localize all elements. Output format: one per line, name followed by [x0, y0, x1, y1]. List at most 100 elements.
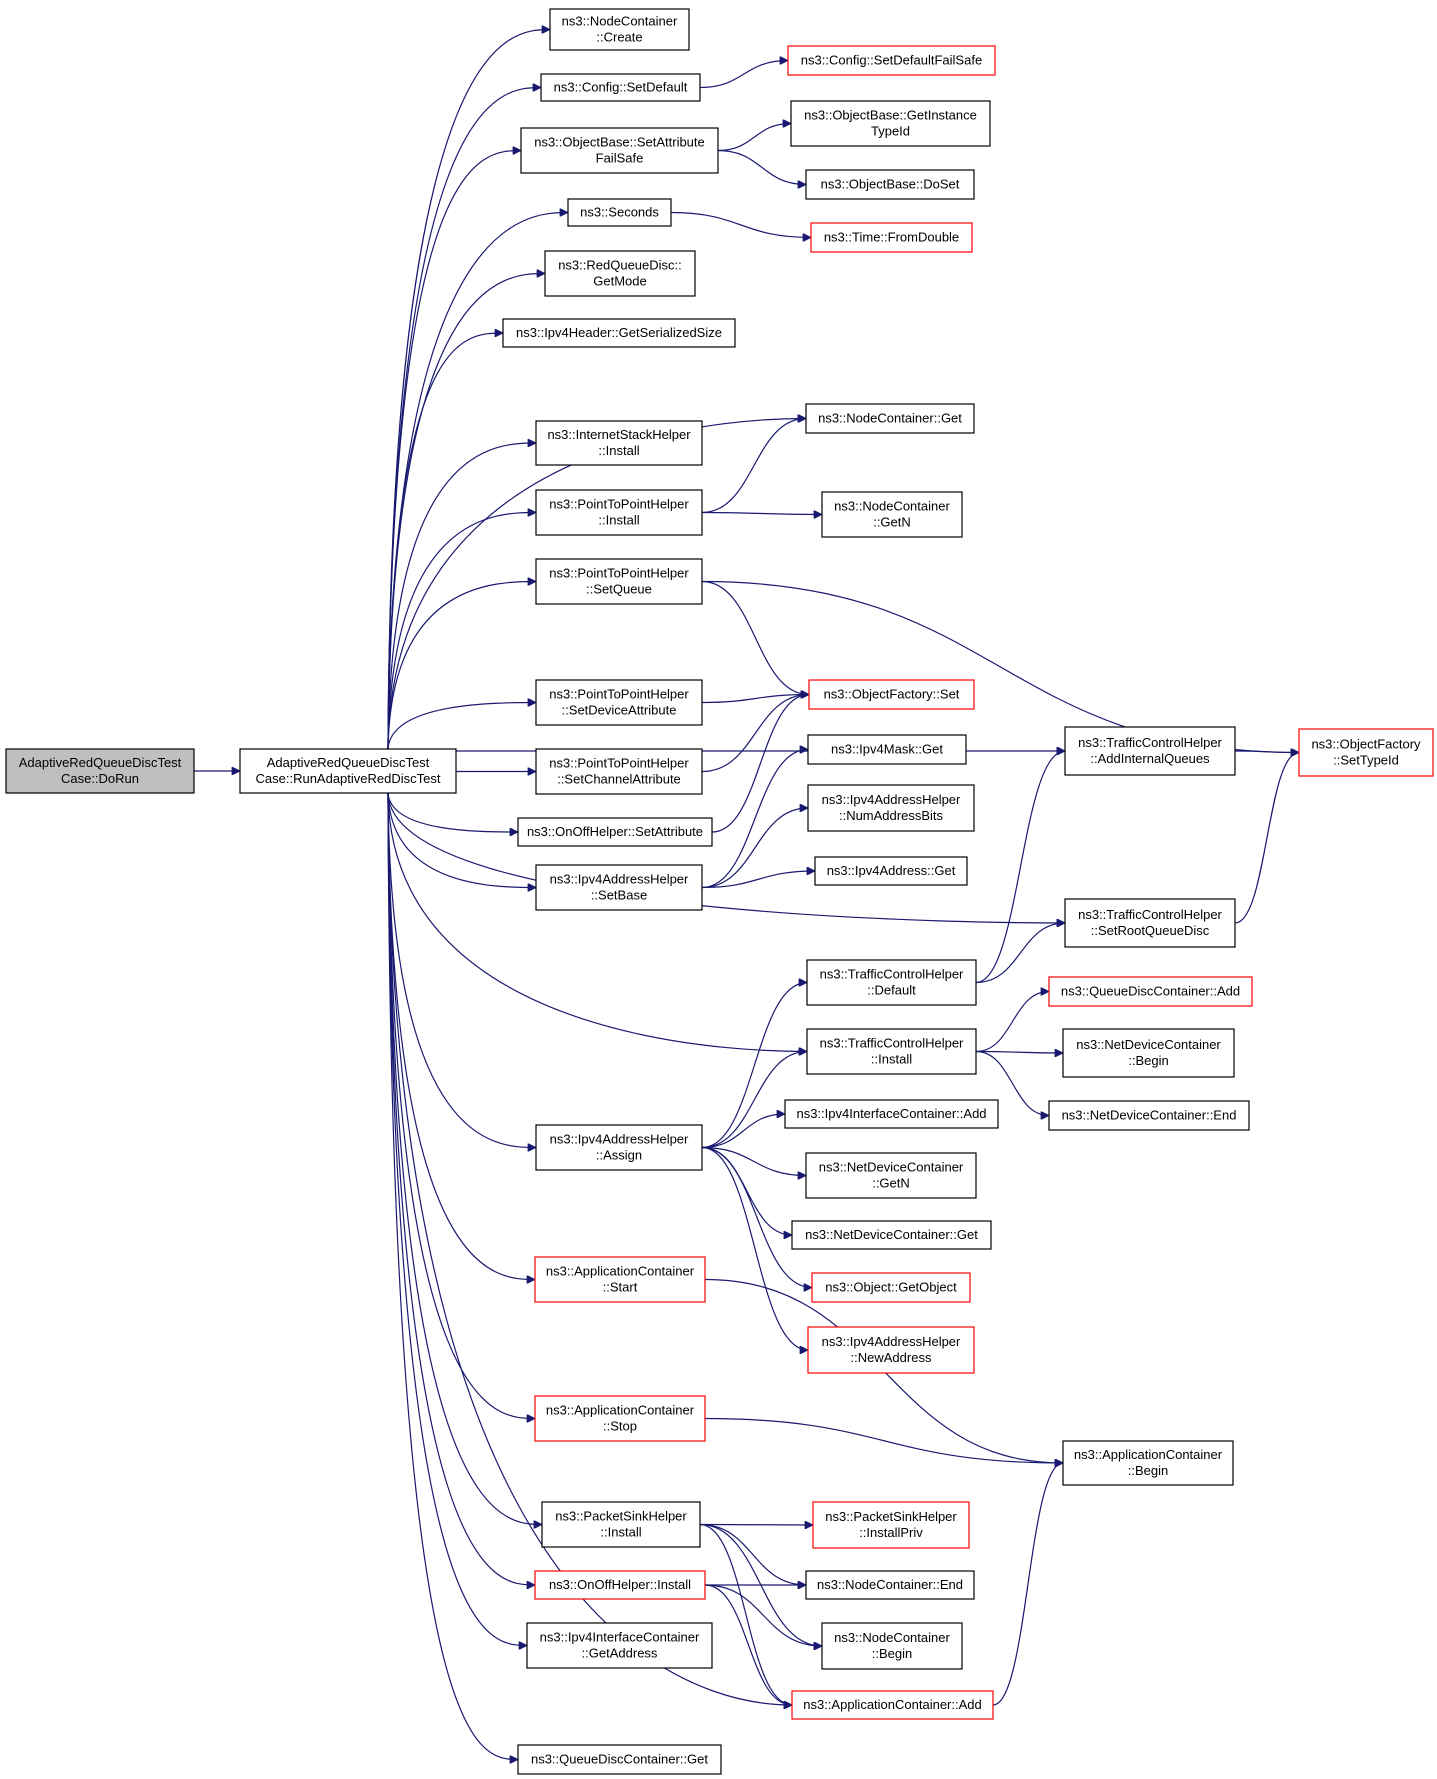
node-box[interactable]	[791, 1220, 992, 1250]
node-box[interactable]	[567, 198, 672, 227]
node-box[interactable]	[535, 748, 703, 795]
node-box[interactable]	[807, 784, 975, 832]
node-onoff_setattr[interactable]: ns3::OnOffHelper::SetAttribute	[517, 817, 713, 847]
node-tch_default[interactable]: ns3::TrafficControlHelper::Default	[806, 959, 977, 1006]
node-box[interactable]	[517, 817, 713, 847]
node-box[interactable]	[805, 1570, 975, 1600]
node-tch_addinternal[interactable]: ns3::TrafficControlHelper::AddInternalQu…	[1064, 726, 1236, 776]
node-box[interactable]	[535, 1124, 703, 1171]
node-of_set[interactable]: ns3::ObjectFactory::Set	[808, 679, 975, 710]
node-ac_begin[interactable]: ns3::ApplicationContainer::Begin	[1062, 1440, 1234, 1486]
node-ipv4ah_assign[interactable]: ns3::Ipv4AddressHelper::Assign	[535, 1124, 703, 1171]
node-ac_stop[interactable]: ns3::ApplicationContainer::Stop	[534, 1395, 706, 1442]
node-box[interactable]	[534, 1570, 706, 1600]
node-ipv4addr_get[interactable]: ns3::Ipv4Address::Get	[814, 856, 968, 886]
node-box[interactable]	[239, 748, 457, 794]
node-ndc_begin[interactable]: ns3::NetDeviceContainer::Begin	[1062, 1028, 1235, 1078]
node-box[interactable]	[535, 679, 703, 726]
node-tch_install[interactable]: ns3::TrafficControlHelper::Install	[806, 1028, 977, 1075]
node-box[interactable]	[821, 491, 963, 538]
node-ndc_get[interactable]: ns3::NetDeviceContainer::Get	[791, 1220, 992, 1250]
node-box[interactable]	[526, 1622, 713, 1669]
node-cfg_setdefaultfs[interactable]: ns3::Config::SetDefaultFailSafe	[787, 45, 996, 76]
node-box[interactable]	[1064, 898, 1236, 948]
node-box[interactable]	[1298, 728, 1434, 777]
node-red_getmode[interactable]: ns3::RedQueueDisc::GetMode	[544, 250, 696, 297]
node-cfg_setdefault[interactable]: ns3::Config::SetDefault	[540, 73, 701, 102]
node-ipv4ah_newaddr[interactable]: ns3::Ipv4AddressHelper::NewAddress	[807, 1326, 975, 1374]
node-box[interactable]	[1048, 1100, 1250, 1131]
node-box[interactable]	[810, 222, 973, 253]
node-box[interactable]	[5, 748, 195, 794]
node-box[interactable]	[807, 734, 967, 765]
node-ipv4mask_get[interactable]: ns3::Ipv4Mask::Get	[807, 734, 967, 765]
node-box[interactable]	[790, 100, 991, 147]
node-box[interactable]	[812, 1501, 970, 1549]
node-of_settypeid[interactable]: ns3::ObjectFactory::SetTypeId	[1298, 728, 1434, 777]
node-box[interactable]	[1064, 726, 1236, 776]
node-box[interactable]	[784, 1099, 999, 1129]
node-box[interactable]	[1062, 1440, 1234, 1486]
node-ipv4ic_getaddr[interactable]: ns3::Ipv4InterfaceContainer::GetAddress	[526, 1622, 713, 1669]
node-box[interactable]	[806, 959, 977, 1006]
node-box[interactable]	[541, 1501, 701, 1548]
node-qdc_get[interactable]: ns3::QueueDiscContainer::Get	[517, 1744, 722, 1775]
node-obj_getobject[interactable]: ns3::Object::GetObject	[811, 1272, 971, 1303]
node-ipv4ah_numbits[interactable]: ns3::Ipv4AddressHelper::NumAddressBits	[807, 784, 975, 832]
node-ipv4ic_add[interactable]: ns3::Ipv4InterfaceContainer::Add	[784, 1099, 999, 1129]
node-nc_begin[interactable]: ns3::NodeContainer::Begin	[821, 1622, 963, 1670]
node-onoff_install[interactable]: ns3::OnOffHelper::Install	[534, 1570, 706, 1600]
node-time_fromdouble[interactable]: ns3::Time::FromDouble	[810, 222, 973, 253]
node-box[interactable]	[1048, 976, 1253, 1007]
node-ob_doset[interactable]: ns3::ObjectBase::DoSet	[805, 169, 975, 200]
node-box[interactable]	[535, 489, 703, 536]
node-nc_end[interactable]: ns3::NodeContainer::End	[805, 1570, 975, 1600]
node-box[interactable]	[535, 864, 703, 911]
node-box[interactable]	[517, 1744, 722, 1775]
node-ndc_getn[interactable]: ns3::NetDeviceContainer::GetN	[805, 1152, 977, 1199]
node-seconds[interactable]: ns3::Seconds	[567, 198, 672, 227]
node-qdc_add[interactable]: ns3::QueueDiscContainer::Add	[1048, 976, 1253, 1007]
node-box[interactable]	[807, 1326, 975, 1374]
node-nc_get[interactable]: ns3::NodeContainer::Get	[805, 403, 975, 434]
node-ac_add[interactable]: ns3::ApplicationContainer::Add	[791, 1690, 994, 1720]
node-box[interactable]	[805, 169, 975, 200]
node-ac_start[interactable]: ns3::ApplicationContainer::Start	[534, 1256, 706, 1303]
node-nc_getn[interactable]: ns3::NodeContainer::GetN	[821, 491, 963, 538]
node-box[interactable]	[540, 73, 701, 102]
node-p2p_setdevattr[interactable]: ns3::PointToPointHelper::SetDeviceAttrib…	[535, 679, 703, 726]
node-box[interactable]	[544, 250, 696, 297]
node-box[interactable]	[814, 856, 968, 886]
node-p2p_setchanattr[interactable]: ns3::PointToPointHelper::SetChannelAttri…	[535, 748, 703, 795]
node-box[interactable]	[502, 318, 736, 348]
node-p2p_setqueue[interactable]: ns3::PointToPointHelper::SetQueue	[535, 558, 703, 605]
node-ndc_end[interactable]: ns3::NetDeviceContainer::End	[1048, 1100, 1250, 1131]
node-box[interactable]	[811, 1272, 971, 1303]
node-box[interactable]	[808, 679, 975, 710]
node-box[interactable]	[791, 1690, 994, 1720]
node-psh_install[interactable]: ns3::PacketSinkHelper::Install	[541, 1501, 701, 1548]
node-runtest[interactable]: AdaptiveRedQueueDiscTestCase::RunAdaptiv…	[239, 748, 457, 794]
node-ish_install[interactable]: ns3::InternetStackHelper::Install	[535, 420, 703, 466]
node-ipv4ah_setbase[interactable]: ns3::Ipv4AddressHelper::SetBase	[535, 864, 703, 911]
node-ipv4h_size[interactable]: ns3::Ipv4Header::GetSerializedSize	[502, 318, 736, 348]
node-box[interactable]	[549, 8, 690, 51]
node-box[interactable]	[1062, 1028, 1235, 1078]
node-p2p_install[interactable]: ns3::PointToPointHelper::Install	[535, 489, 703, 536]
node-box[interactable]	[787, 45, 996, 76]
node-box[interactable]	[805, 1152, 977, 1199]
node-nc_create[interactable]: ns3::NodeContainer::Create	[549, 8, 690, 51]
node-box[interactable]	[534, 1395, 706, 1442]
node-box[interactable]	[805, 403, 975, 434]
node-box[interactable]	[535, 558, 703, 605]
node-box[interactable]	[535, 420, 703, 466]
node-box[interactable]	[534, 1256, 706, 1303]
node-box[interactable]	[821, 1622, 963, 1670]
node-box[interactable]	[520, 127, 719, 174]
node-box[interactable]	[806, 1028, 977, 1075]
node-psh_installpriv[interactable]: ns3::PacketSinkHelper::InstallPriv	[812, 1501, 970, 1549]
node-tch_setroot[interactable]: ns3::TrafficControlHelper::SetRootQueueD…	[1064, 898, 1236, 948]
